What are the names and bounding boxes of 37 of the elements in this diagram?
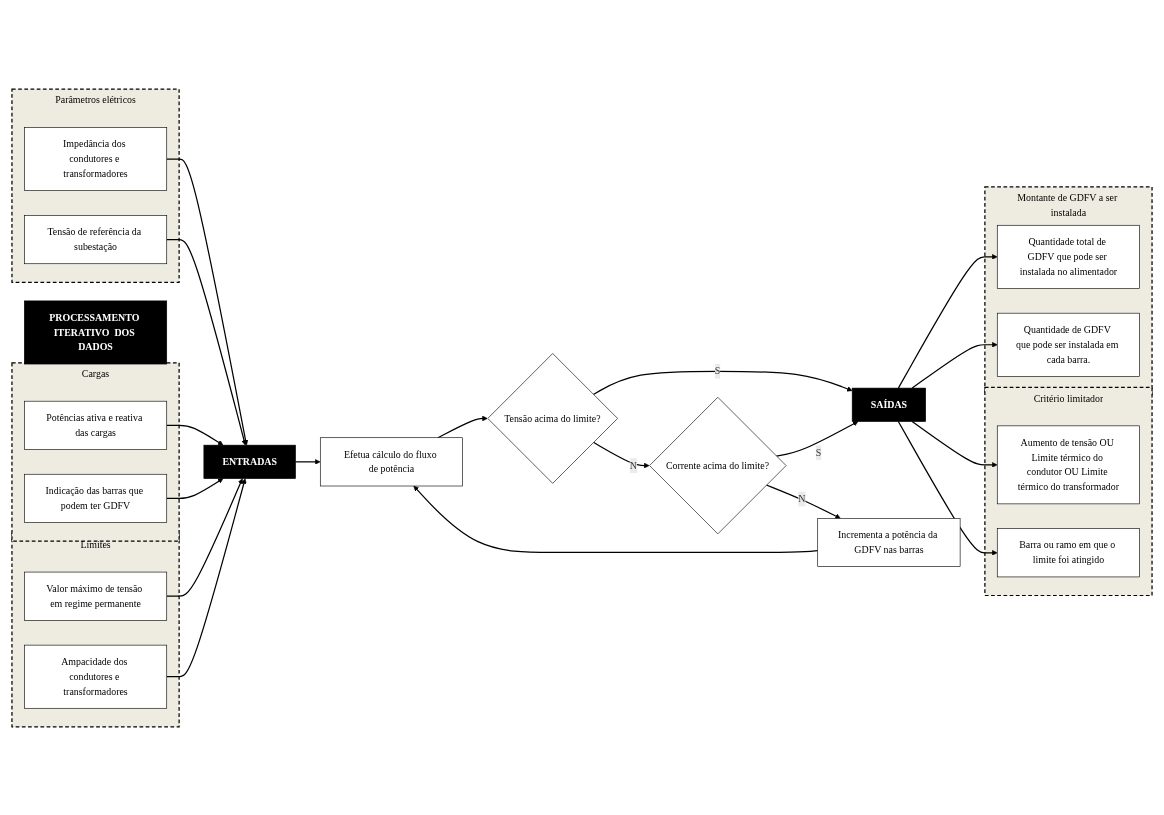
node-diamond: Corrente acima do limite?	[649, 396, 787, 534]
node-box: Impedância dos condutores e transformadores	[24, 126, 168, 191]
arrow	[897, 420, 998, 555]
node-box: Quantidade total de GDFV que pode ser instalada no alimentador	[996, 224, 1140, 289]
arrow	[413, 485, 819, 553]
edge-label: N	[798, 493, 806, 504]
arrow	[166, 477, 247, 677]
arrow	[437, 415, 488, 438]
node-box: Tensão de referência da subestação	[24, 214, 168, 264]
node-box: Efetua cálculo do fluxo de potência	[320, 436, 463, 486]
edge-label: N	[629, 459, 637, 471]
node-box: SAÍDAS	[851, 387, 926, 422]
arrow	[897, 253, 998, 389]
arrow	[911, 341, 998, 389]
node-box: Incrementa a potência da GDFV nas barras	[817, 517, 961, 567]
node-box: Indicação das barras que podem ter GDFV	[24, 473, 168, 523]
node-box: Valor máximo de tensão em regime permanente	[24, 571, 168, 621]
arrow	[294, 458, 321, 465]
node-box: Aumento de tensão OU Limite térmico do condutor OU Limite térmico do transformador	[996, 425, 1140, 504]
arrow	[166, 424, 224, 445]
node-box: Barra ou ramo em que o limite foi atingido	[996, 527, 1140, 577]
arrow	[592, 370, 853, 395]
node-box: Quantidade de GDFV que pode ser instalada em cada barra.	[996, 312, 1140, 377]
arrow	[166, 477, 243, 597]
arrow	[765, 483, 841, 519]
node-box: Ampacidade dos condutores e transformadores	[24, 644, 168, 709]
node-box: ENTRADAS	[203, 444, 296, 479]
edge-label: S	[714, 365, 721, 376]
node-diamond: Tensão acima do limite?	[487, 352, 618, 484]
arrow	[166, 158, 249, 445]
arrow	[166, 477, 224, 499]
arrow	[911, 420, 998, 468]
arrow	[166, 238, 247, 445]
node-box: PROCESSAMENTO ITERATIVO DOS DADOS	[24, 300, 168, 364]
arrow	[592, 441, 650, 468]
node-box: Potências ativa e reativa das cargas	[24, 400, 168, 450]
edge-label: S	[815, 446, 822, 458]
